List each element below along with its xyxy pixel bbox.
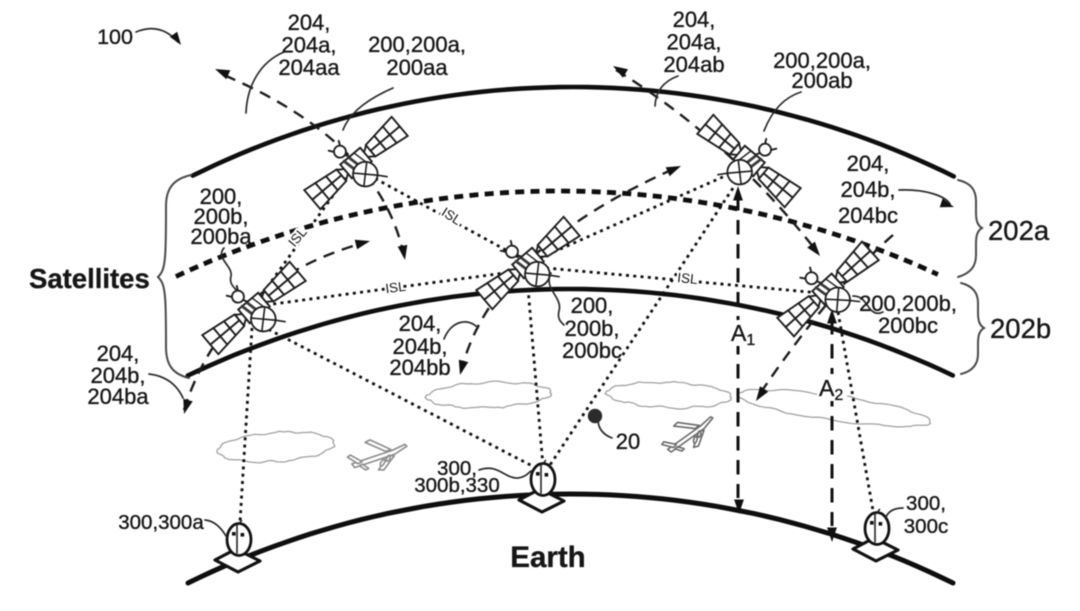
- svg-text:204a,: 204a,: [666, 30, 721, 55]
- svg-text:200,: 200,: [571, 293, 614, 318]
- svg-text:204,: 204,: [399, 311, 442, 336]
- svg-text:20: 20: [616, 429, 640, 454]
- svg-text:200b,: 200b,: [193, 204, 248, 229]
- svg-text:200b,: 200b,: [564, 316, 619, 341]
- svg-text:204bc: 204bc: [838, 203, 898, 228]
- svg-text:204ab: 204ab: [663, 52, 724, 77]
- svg-text:ISL: ISL: [384, 279, 406, 296]
- svg-text:204,: 204,: [288, 10, 331, 35]
- svg-text:200bc: 200bc: [562, 338, 622, 363]
- svg-text:200ba: 200ba: [190, 224, 252, 249]
- svg-text:200,200b,: 200,200b,: [859, 291, 957, 316]
- svg-text:300c: 300c: [904, 515, 948, 538]
- svg-text:204,: 204,: [673, 7, 716, 32]
- svg-text:202b: 202b: [990, 313, 1051, 344]
- svg-text:204,: 204,: [847, 151, 890, 176]
- svg-text:200,200a,: 200,200a,: [773, 48, 871, 73]
- svg-text:204bb: 204bb: [389, 355, 450, 380]
- svg-text:200aa: 200aa: [386, 55, 448, 80]
- svg-text:200,200a,: 200,200a,: [368, 32, 466, 57]
- svg-text:202a: 202a: [988, 215, 1050, 246]
- svg-text:300,300a: 300,300a: [118, 511, 204, 534]
- svg-text:204aa: 204aa: [278, 55, 340, 80]
- svg-text:A2: A2: [819, 375, 843, 404]
- svg-text:Earth: Earth: [510, 541, 585, 574]
- svg-text:204a,: 204a,: [281, 33, 336, 58]
- svg-text:204b,: 204b,: [392, 334, 447, 359]
- svg-text:200,: 200,: [200, 184, 243, 209]
- svg-text:204,: 204,: [97, 341, 140, 366]
- svg-text:300,: 300,: [906, 492, 946, 515]
- svg-text:ISL: ISL: [677, 270, 699, 287]
- svg-text:200bc: 200bc: [878, 313, 938, 338]
- svg-text:Satellites: Satellites: [29, 263, 150, 294]
- svg-text:204ba: 204ba: [87, 384, 149, 409]
- svg-text:204b,: 204b,: [90, 363, 145, 388]
- svg-text:204b,: 204b,: [840, 177, 895, 202]
- svg-text:300b,330: 300b,330: [414, 474, 500, 497]
- svg-text:200ab: 200ab: [791, 68, 852, 93]
- svg-text:300,: 300,: [437, 457, 477, 480]
- svg-text:100: 100: [97, 25, 133, 49]
